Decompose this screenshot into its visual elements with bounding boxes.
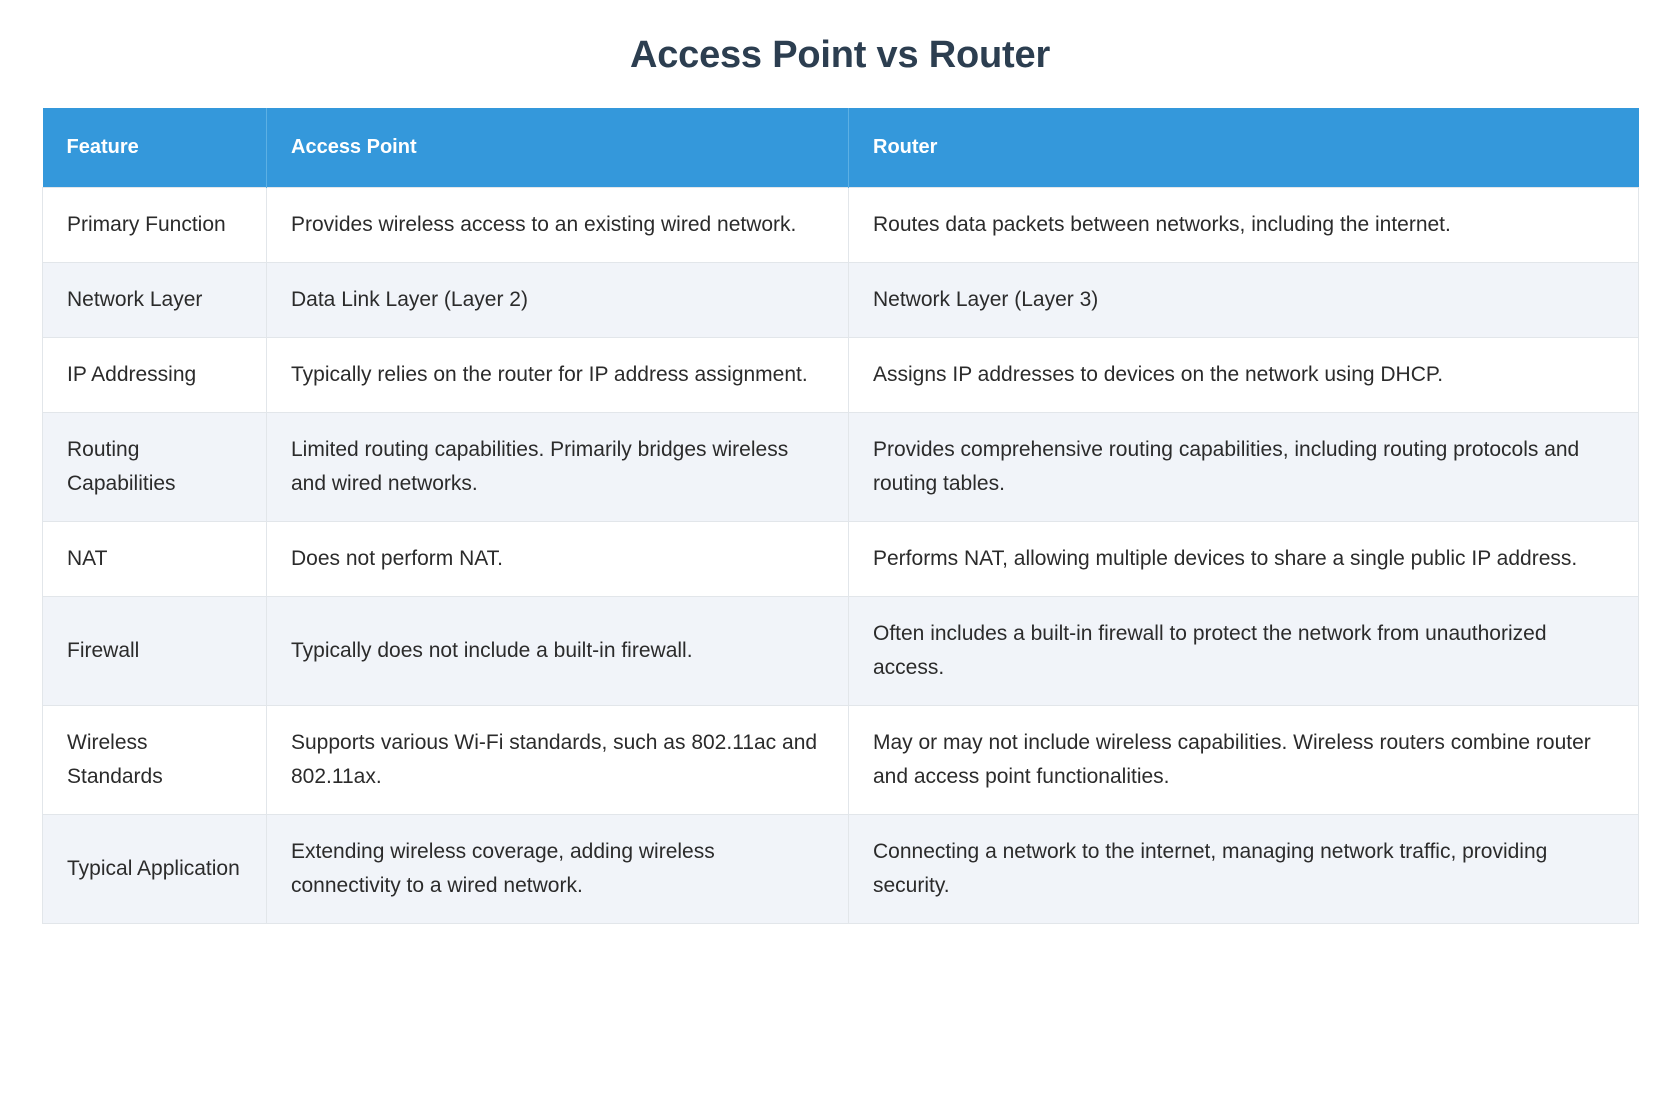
cell-router: Network Layer (Layer 3) (848, 262, 1639, 339)
cell-access-point: Typically does not include a built-in fi… (266, 596, 849, 707)
table-row: Routing Capabilities Limited routing cap… (42, 412, 1639, 523)
column-header-access-point[interactable]: Access Point (266, 107, 849, 188)
cell-router: Performs NAT, allowing multiple devices … (848, 521, 1639, 598)
cell-feature: Wireless Standards (42, 705, 267, 816)
cell-access-point: Typically relies on the router for IP ad… (266, 337, 849, 414)
cell-access-point: Supports various Wi-Fi standards, such a… (266, 705, 849, 816)
table-header: Feature Access Point Router (42, 107, 1639, 188)
table-body: Primary Function Provides wireless acces… (42, 186, 1639, 925)
cell-feature: Typical Application (42, 814, 267, 925)
cell-access-point: Does not perform NAT. (266, 521, 849, 598)
table-row: IP Addressing Typically relies on the ro… (42, 337, 1639, 414)
cell-router: Routes data packets between networks, in… (848, 186, 1639, 264)
cell-router: May or may not include wireless capabili… (848, 705, 1639, 816)
cell-feature: Primary Function (42, 186, 267, 264)
page-title: Access Point vs Router (629, 34, 1051, 76)
cell-router: Connecting a network to the internet, ma… (848, 814, 1639, 925)
column-header-feature[interactable]: Feature (42, 107, 267, 188)
cell-feature: Network Layer (42, 262, 267, 339)
table-row: Wireless Standards Supports various Wi-F… (42, 705, 1639, 816)
table-row: NAT Does not perform NAT. Performs NAT, … (42, 521, 1639, 598)
comparison-table: Feature Access Point Router Primary Func… (42, 107, 1639, 925)
cell-feature: Routing Capabilities (42, 412, 267, 523)
comparison-table-container: Feature Access Point Router Primary Func… (42, 107, 1639, 925)
table-header-row: Feature Access Point Router (42, 107, 1639, 188)
table-row: Firewall Typically does not include a bu… (42, 596, 1639, 707)
cell-access-point: Data Link Layer (Layer 2) (266, 262, 849, 339)
cell-feature: Firewall (42, 596, 267, 707)
cell-access-point: Limited routing capabilities. Primarily … (266, 412, 849, 523)
cell-access-point: Extending wireless coverage, adding wire… (266, 814, 849, 925)
table-row: Network Layer Data Link Layer (Layer 2) … (42, 262, 1639, 339)
table-row: Typical Application Extending wireless c… (42, 814, 1639, 925)
cell-router: Assigns IP addresses to devices on the n… (848, 337, 1639, 414)
table-row: Primary Function Provides wireless acces… (42, 186, 1639, 264)
cell-access-point: Provides wireless access to an existing … (266, 186, 849, 264)
cell-feature: IP Addressing (42, 337, 267, 414)
column-header-router[interactable]: Router (848, 107, 1639, 188)
cell-router: Often includes a built-in firewall to pr… (848, 596, 1639, 707)
cell-feature: NAT (42, 521, 267, 598)
cell-router: Provides comprehensive routing capabilit… (848, 412, 1639, 523)
